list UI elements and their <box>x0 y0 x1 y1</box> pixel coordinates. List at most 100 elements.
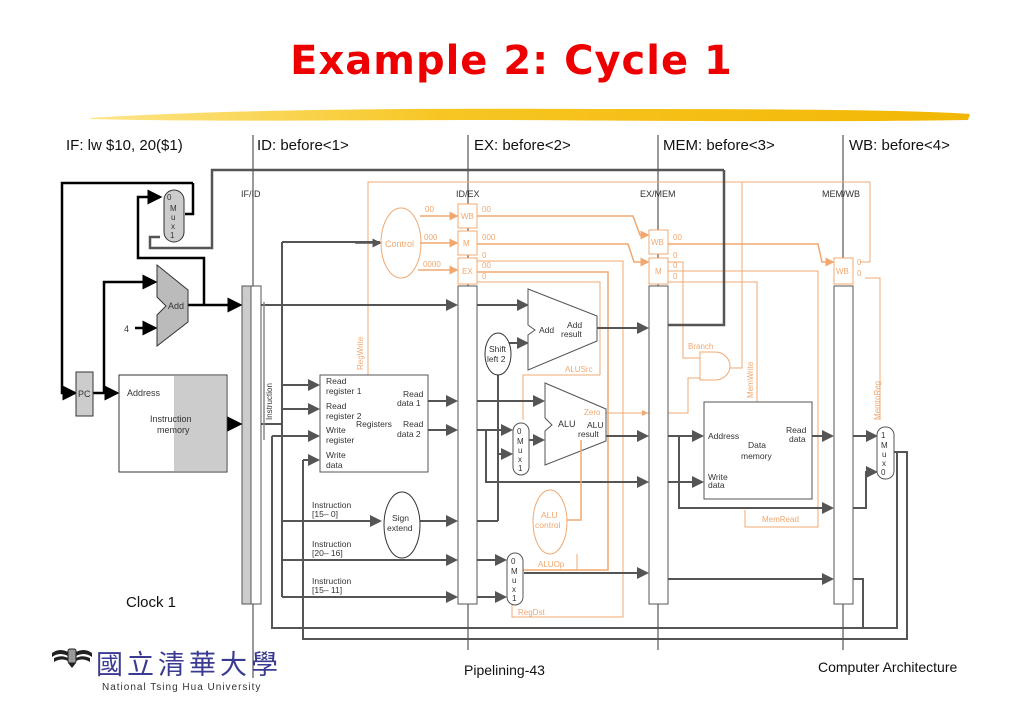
components-data-mem-rd-b: data <box>789 434 806 444</box>
components-data-mem-name2: memory <box>741 451 772 461</box>
mux-pc-select <box>163 189 185 243</box>
control-wb-value: 00 <box>425 205 434 214</box>
slide-footer-page: Pipelining-43 <box>464 662 545 678</box>
components-registers-name: Registers <box>356 419 392 429</box>
datapath-shape <box>668 170 726 327</box>
components-alu-res-b: result <box>578 429 599 439</box>
const-4: 4 <box>124 324 129 334</box>
datapath-shape <box>477 281 601 375</box>
adder-label: Add <box>168 301 184 311</box>
components-registers-rr2a: Read <box>326 401 347 411</box>
components-shift-left-a: Shift <box>489 344 507 354</box>
datapath-shape <box>668 261 700 359</box>
exmem-m2: 0 <box>673 272 678 281</box>
wire-group <box>148 168 726 327</box>
signal-alusrc: ALUSrc <box>565 365 593 374</box>
idex-ex-mid: 00 <box>482 261 491 270</box>
components-instr-fields-2-b: [15– 11] <box>312 585 342 595</box>
alu-control <box>532 489 568 555</box>
datapath-shape <box>477 215 650 240</box>
memwb-register <box>833 285 854 605</box>
components-data-mem-address: Address <box>708 431 739 441</box>
components-registers-rd2b: data 2 <box>397 429 421 439</box>
components-alu-name: ALU <box>558 419 576 429</box>
wire-group <box>477 215 650 571</box>
components-mux-if-4: 1 <box>170 231 175 240</box>
datapath-shape <box>728 182 743 369</box>
components-registers-wra: Write <box>326 425 346 435</box>
components-registers-rr2b: register 2 <box>326 411 362 421</box>
adder-pc-plus-4 <box>156 263 189 348</box>
university-name-chinese: 國立清華大學 <box>96 650 282 681</box>
branch-and-gate <box>699 351 731 381</box>
signal-aluop: ALUOp <box>538 560 565 569</box>
components-registers-rr1a: Read <box>326 376 347 386</box>
exmem-m1: 0 <box>673 261 678 270</box>
components-alu-zero: Zero <box>584 408 601 417</box>
components-instr-fields-2-a: Instruction <box>312 576 351 586</box>
datapath-shape <box>668 281 758 402</box>
datapath-shape <box>477 260 624 595</box>
datapath-shape <box>477 243 650 267</box>
regwrite-line <box>367 181 871 408</box>
mux-memtoreg <box>876 426 895 480</box>
mux-regdst <box>506 552 524 606</box>
control-label: Control <box>385 239 414 249</box>
datapath-shape <box>853 466 878 509</box>
pc-label: PC <box>78 389 91 399</box>
components-sign-extend-a: Sign <box>392 513 409 523</box>
components-add-ex-res-a: Add <box>567 320 582 330</box>
memwb-wb-field <box>833 257 854 285</box>
signal-regwrite: RegWrite <box>356 336 365 370</box>
datapath-shape <box>567 440 582 521</box>
datapath-shape <box>302 451 908 640</box>
signal-regdst: RegDst <box>518 608 545 617</box>
exmem-wb-value: 00 <box>673 233 682 242</box>
datapath-shape <box>148 168 724 250</box>
exmem-m-label: M <box>655 267 662 276</box>
datapath-shape <box>668 270 819 528</box>
wire-group <box>261 241 908 640</box>
components-mux-alu-2: u <box>518 446 522 455</box>
components-instr-fields-1-b: [20– 16] <box>312 548 343 558</box>
signal-branch: Branch <box>688 342 713 351</box>
components-mux-alu-0: 0 <box>517 427 522 436</box>
imem-name2: memory <box>157 425 190 435</box>
reg-label-idex: ID/EX <box>456 189 480 199</box>
wire-group <box>477 260 624 618</box>
components-registers-wda: Write <box>326 450 346 460</box>
datapath-shape <box>185 183 195 216</box>
components-mux-wb-2: u <box>882 450 886 459</box>
components-mux-wb-1: M <box>881 441 888 450</box>
components-mux-regdst-0: 0 <box>511 557 516 566</box>
idex-register <box>457 285 478 605</box>
memwb-v0: 0 <box>857 258 862 267</box>
components-instr-fields-0-a: Instruction <box>312 500 351 510</box>
data-memory <box>703 401 813 500</box>
exmem-m0: 0 <box>673 251 678 260</box>
wire-group <box>418 211 459 275</box>
idex-m-value: 000 <box>482 233 496 242</box>
ntu-emblem-icon <box>52 648 92 668</box>
datapath-shape <box>60 181 193 401</box>
alu <box>544 382 607 466</box>
components-add-ex-res-b: result <box>561 329 582 339</box>
components-mux-if-2: u <box>171 213 175 222</box>
wire-group: 0 M u x 1 <box>167 193 177 240</box>
wire-group <box>477 299 649 603</box>
register-file <box>319 374 429 473</box>
components-instr-fields-1-a: Instruction <box>312 539 351 549</box>
components-mux-alu-3: x <box>518 455 522 464</box>
reg-label-memwb: MEM/WB <box>822 189 860 199</box>
components-instr-fields-0-b: [15– 0] <box>312 509 338 519</box>
wire-group <box>668 430 878 628</box>
exmem-wb-field <box>648 229 669 255</box>
wire-group <box>367 181 881 420</box>
components-mux-if-0: 0 <box>167 193 172 202</box>
slide-footer-course: Computer Architecture <box>818 659 958 675</box>
memtoreg-line <box>865 277 881 420</box>
datapath-shape <box>668 243 835 267</box>
stage-ex-label: EX: before<2> <box>474 137 571 154</box>
idex-ex-label: EX <box>462 267 473 276</box>
